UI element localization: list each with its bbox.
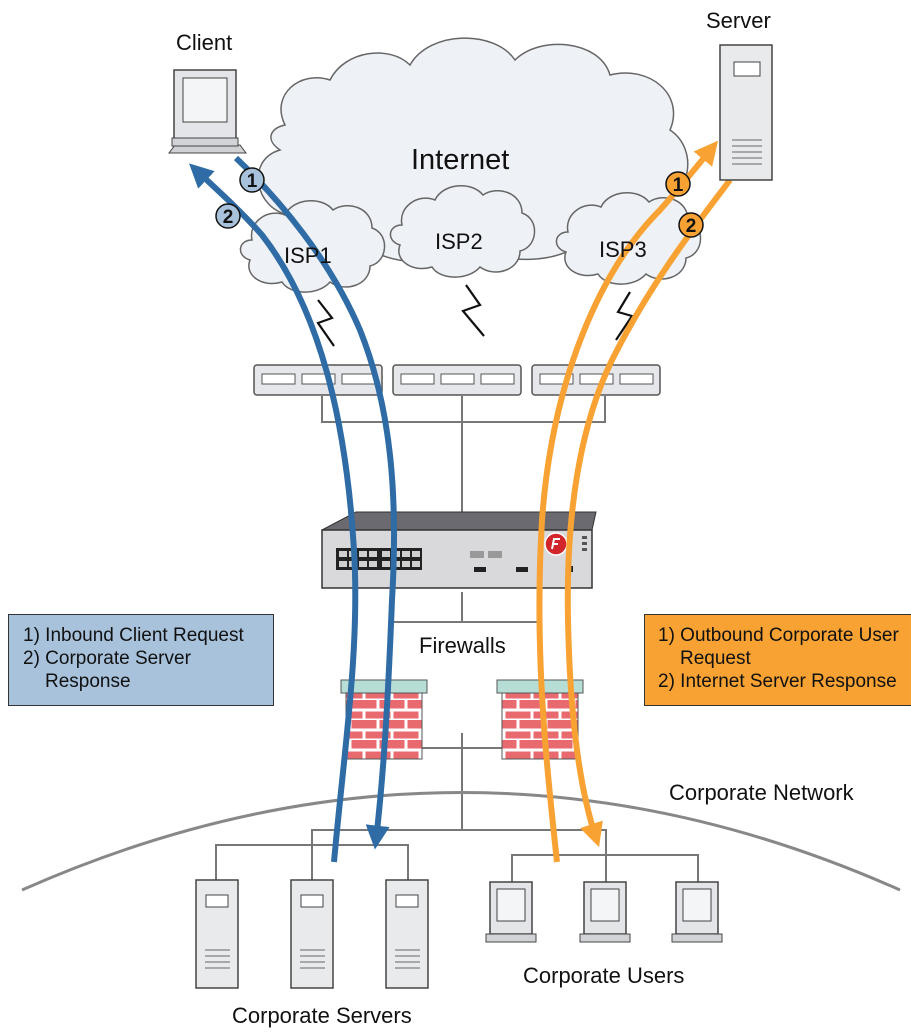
legend-outbound: 1) Outbound Corporate User Request 2) In… [644,614,911,706]
corporate-server-1 [195,879,239,989]
outbound-traffic-paths [536,140,733,863]
corporate-network-boundary [21,791,901,892]
badge-outbound-1: 1 [665,171,691,197]
firewalls-label: Firewalls [419,633,506,658]
legend-outbound-item-2: 2) Internet Server Response [658,671,897,692]
corporate-server-3 [385,879,429,989]
legend-outbound-item-1-continued: Request [680,648,751,669]
svg-text:1: 1 [673,175,684,196]
lightning-bolt-icon [461,284,485,337]
badge-inbound-1: 1 [239,167,265,193]
svg-text:1: 1 [247,171,258,192]
corporate-lan-links [215,808,699,885]
svg-text:2: 2 [223,207,234,228]
lightning-bolt-icon [615,291,634,341]
svg-text:2: 2 [686,216,697,237]
legend-inbound-item-2: 2) Corporate Server [23,648,191,669]
badge-outbound-2: 2 [678,212,704,238]
client-computer [168,69,247,154]
corporate-user-2 [579,881,631,943]
isp3-label: ISP3 [599,237,647,262]
legend-outbound-item-1: 1) Outbound Corporate User [658,625,899,646]
lightning-bolt-icon [316,299,335,347]
load-balancer-device [321,511,597,589]
legend-inbound: 1) Inbound Client Request 2) Corporate S… [8,614,274,706]
legend-inbound-item-1: 1) Inbound Client Request [23,625,244,646]
isp2-label: ISP2 [435,229,483,254]
inbound-traffic-paths [189,155,398,863]
isp2-cloud [389,184,536,278]
isp1-label: ISP1 [284,243,332,268]
switch-isp1 [253,364,383,396]
network-links [321,396,606,808]
corporate-user-3 [671,881,723,943]
internet-label: Internet [411,144,510,176]
corporate-users-label: Corporate Users [523,963,685,988]
corporate-servers-label: Corporate Servers [232,1003,412,1028]
corporate-user-1 [485,881,537,943]
isp3-cloud [555,191,702,285]
internet-server [719,44,773,181]
client-label: Client [176,30,233,55]
corporate-network-label: Corporate Network [669,780,854,805]
switch-isp2 [392,364,522,396]
legend-inbound-item-2-continued: Response [45,671,131,692]
corporate-server-2 [290,879,334,989]
badge-inbound-2: 2 [215,203,241,229]
server-label: Server [706,8,771,33]
